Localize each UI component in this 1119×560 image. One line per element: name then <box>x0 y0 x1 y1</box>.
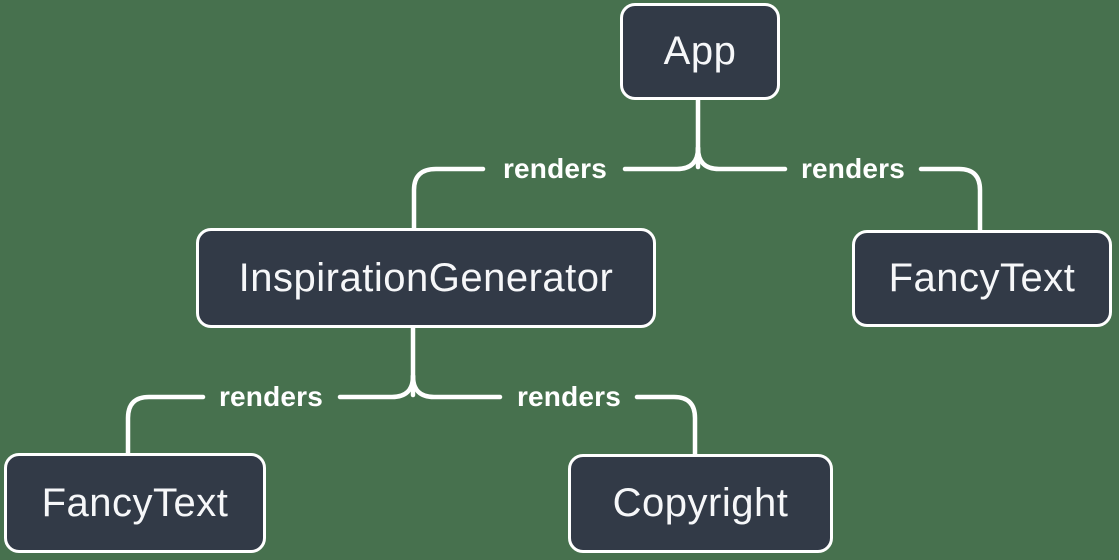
edge-inspirationgenerator-to-copyright-elbow <box>634 394 698 457</box>
node-app-label: App <box>663 29 737 73</box>
edge-app-to-fancytext-elbow <box>918 166 983 233</box>
edge-label-inspirationgenerator-fancytext: renders <box>218 381 324 412</box>
edge-label-app-inspirationgenerator: renders <box>502 153 608 184</box>
edge-label-app-fancytext: renders <box>800 153 906 184</box>
edge-inspirationgenerator-to-fancytext-elbow <box>125 394 206 456</box>
edge-inspirationgenerator-to-copyright-line <box>410 373 503 400</box>
edge-app-to-inspirationgenerator-elbow <box>411 166 486 231</box>
edge-app-to-inspirationgenerator-line <box>622 145 701 172</box>
node-fancy-text-bottom-label: FancyText <box>41 480 229 525</box>
node-inspiration-generator: InspirationGenerator <box>196 228 656 328</box>
edge-label-inspirationgenerator-copyright: renders <box>516 381 622 412</box>
node-copyright-label: Copyright <box>612 481 789 525</box>
node-fancy-text-top-label: FancyText <box>888 256 1076 300</box>
node-fancy-text-bottom: FancyText <box>4 453 266 553</box>
node-inspiration-generator-label: InspirationGenerator <box>238 255 614 300</box>
node-fancy-text-top: FancyText <box>852 230 1112 327</box>
node-copyright: Copyright <box>568 454 833 553</box>
edge-inspirationgenerator-to-fancytext-line <box>337 373 416 400</box>
edge-app-to-fancytext-line <box>695 145 788 172</box>
node-app: App <box>620 3 780 100</box>
